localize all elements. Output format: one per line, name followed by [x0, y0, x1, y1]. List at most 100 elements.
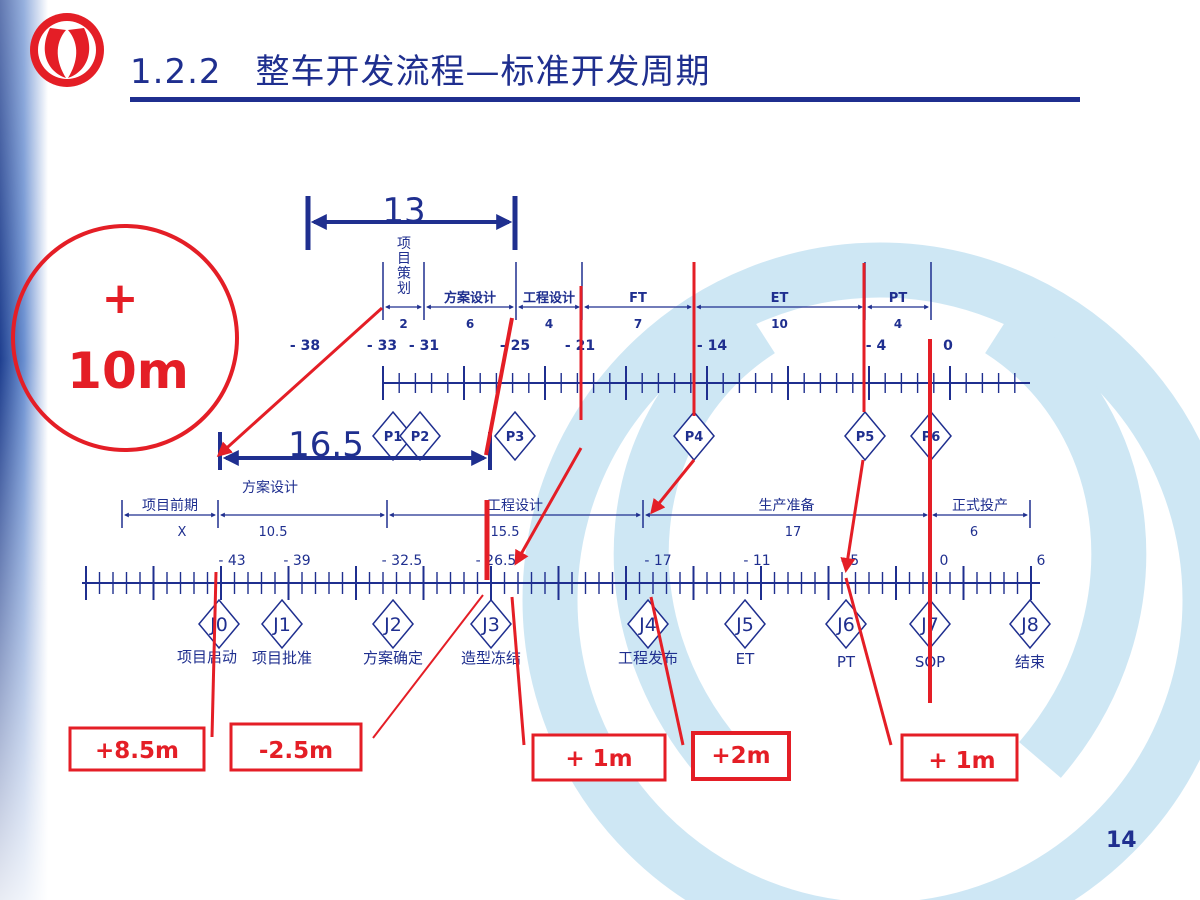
span-16-label: 16.5: [288, 425, 364, 465]
gate-diamond-j5: [724, 598, 766, 650]
delta-box: [531, 733, 667, 782]
shift-arrow-pt: [840, 459, 865, 573]
gate-name-j4: 工程发布: [618, 649, 678, 667]
gate-diamond-p3: [494, 410, 536, 462]
bottom-phase-duration: 6: [970, 525, 978, 540]
delta-box: [900, 733, 1019, 782]
phase-small-label-char: 项: [397, 236, 411, 252]
page-number: 14: [1106, 828, 1137, 853]
section-number: 1.2.2: [130, 52, 222, 92]
gate-diamond-j8: [1009, 598, 1051, 650]
gate-name-j3: 造型冻结: [461, 649, 521, 667]
bottom-phase-duration: X: [178, 525, 187, 540]
gate-id-j8: J8: [1020, 614, 1039, 636]
top-phase-name: PT: [889, 291, 908, 306]
gate-name-j8: 结束: [1015, 653, 1045, 671]
delta-leader-j6: [844, 577, 893, 746]
top-phase-name: FT: [629, 291, 647, 306]
gate-id-j6: J6: [836, 614, 855, 636]
top-tick-label: - 33: [367, 338, 397, 354]
bottom-phase-name: 方案设计: [242, 479, 298, 496]
company-logo: [30, 13, 104, 87]
gate-id-j3: J3: [481, 614, 500, 636]
gate-label-p2: P2: [411, 430, 430, 445]
delta-leader-j3b: [510, 596, 526, 746]
bottom-phase-name: 工程设计: [487, 498, 543, 514]
delta-leader-j3: [372, 594, 484, 739]
top-phase-name: 方案设计: [444, 290, 496, 306]
bottom-tick-label: - 26.5: [476, 553, 517, 569]
delta-label: +2m: [711, 743, 770, 769]
delta-label: + 1m: [565, 746, 632, 772]
bottom-tick-label: - 32.5: [382, 553, 423, 569]
bottom-phase-duration: 17: [785, 525, 802, 540]
delta-leader-j4: [649, 596, 685, 746]
shift-arrow-project-start: [216, 306, 384, 458]
gate-label-p4: P4: [685, 430, 704, 445]
top-tick-label: 0: [943, 338, 953, 354]
top-phase-name: 工程设计: [523, 290, 575, 306]
delta-label: +8.5m: [95, 738, 179, 764]
gate-id-j2: J2: [383, 614, 402, 636]
bottom-tick-label: - 17: [644, 553, 671, 569]
top-tick-label: - 38: [290, 338, 320, 354]
gate-diamond-j3: [470, 598, 512, 650]
bottom-tick-label: - 43: [218, 553, 245, 569]
phase-small-label-char: 策: [397, 265, 411, 282]
top-tick-label: - 14: [697, 338, 727, 354]
badge-plus: +: [102, 273, 139, 324]
title-underline: [130, 97, 1080, 102]
bottom-tick-label: - 39: [283, 553, 310, 569]
top-phase-duration: 4: [545, 317, 553, 331]
phase-small-label-char: 目: [397, 251, 411, 267]
shift-arrow-engineering-release: [650, 459, 696, 515]
gate-name-j0: 项目启动: [177, 648, 237, 666]
top-phase-duration: 4: [894, 317, 902, 331]
gate-name-j1: 项目批准: [252, 649, 312, 667]
gate-diamond-j2: [372, 598, 414, 650]
bottom-tick-label: - 11: [743, 553, 770, 569]
bottom-phase-duration: 15.5: [491, 525, 520, 540]
gate-diamond-j0: [198, 598, 240, 650]
shift-line-scheme: [484, 317, 514, 456]
top-phase-duration: 10: [771, 317, 788, 331]
gate-label-p3: P3: [506, 430, 525, 445]
top-tick-label: - 4: [866, 338, 887, 354]
bottom-tick-label: 0: [940, 553, 949, 569]
gate-id-j5: J5: [735, 614, 754, 636]
gate-label-p5: P5: [856, 430, 875, 445]
bottom-tick-label: - 5: [841, 553, 859, 569]
top-phase-duration: 7: [634, 317, 642, 331]
delta-leader-j0: [210, 571, 218, 738]
page-title: 1.2.2 整车开发流程—标准开发周期: [130, 44, 711, 93]
gate-id-j4: J4: [638, 614, 657, 636]
bottom-phase-name: 正式投产: [952, 498, 1008, 514]
bottom-phase-name: 生产准备: [759, 497, 815, 514]
bottom-tick-label: 6: [1037, 553, 1046, 569]
delta-box: [68, 726, 206, 772]
top-phase-duration: 2: [399, 317, 407, 331]
gate-name-j5: ET: [736, 650, 755, 668]
bottom-phase-duration: 10.5: [259, 525, 288, 540]
bottom-phase-name: 项目前期: [142, 497, 198, 514]
shift-arrow-styling: [514, 447, 583, 566]
top-tick-label: - 31: [409, 338, 439, 354]
gate-id-j0: J0: [209, 614, 228, 636]
badge-value: 10m: [67, 342, 189, 400]
top-phase-name: ET: [771, 291, 789, 306]
badge-circle: [11, 224, 239, 452]
title-text: 整车开发流程—标准开发周期: [255, 52, 711, 92]
gate-label-p1: P1: [384, 430, 403, 445]
delta-box: [691, 731, 791, 781]
delta-label: -2.5m: [259, 738, 333, 764]
gate-diamond-p5: [844, 410, 886, 462]
delta-box: [229, 722, 363, 772]
span-13-label: 13: [382, 191, 425, 231]
phase-small-label-char: 划: [397, 281, 411, 297]
gate-diamond-j1: [261, 598, 303, 650]
gate-name-j2: 方案确定: [363, 649, 423, 667]
gate-name-j6: PT: [837, 653, 856, 671]
